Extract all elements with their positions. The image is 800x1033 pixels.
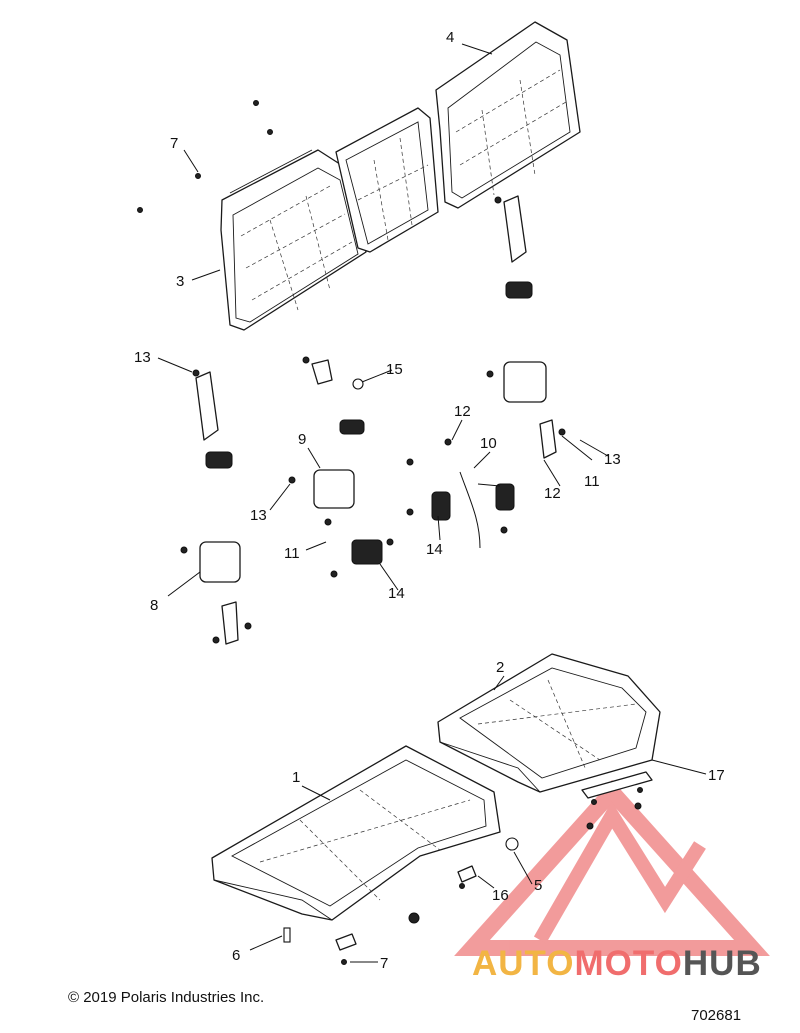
seat-bottom-right [437, 653, 661, 793]
leader-lines [157, 43, 707, 963]
callout-7-top: 7 [170, 135, 178, 152]
watermark-logo [454, 780, 770, 956]
callout-14-left: 14 [388, 585, 405, 602]
callout-1: 1 [292, 769, 300, 786]
callout-2: 2 [496, 659, 504, 676]
callout-13-mid: 13 [250, 507, 267, 524]
callout-10: 10 [480, 435, 497, 452]
fasteners [137, 100, 566, 965]
callout-11-right: 11 [584, 473, 600, 490]
callout-14-right: 14 [426, 541, 443, 558]
callout-13-right: 13 [604, 451, 621, 468]
callout-6: 6 [232, 947, 240, 964]
callout-4: 4 [446, 29, 454, 46]
callout-9: 9 [298, 431, 306, 448]
watermark-moto: MOTO [574, 944, 683, 983]
callout-12-bottom: 12 [544, 485, 561, 502]
seat-back-right [435, 21, 581, 209]
bracket-17 [581, 771, 653, 830]
callout-5: 5 [534, 877, 542, 894]
callout-labels: 4 7 3 13 15 9 13 11 12 10 14 14 13 11 12… [134, 29, 725, 972]
watermark-auto: AUTO [472, 944, 575, 983]
seat-belt-hardware [195, 195, 557, 645]
seat-back-middle [335, 107, 439, 253]
callout-15: 15 [386, 361, 403, 378]
seat-back-left [220, 149, 367, 331]
callout-3: 3 [176, 273, 184, 290]
watermark-text: AUTOMOTOHUB [472, 944, 762, 984]
copyright-notice: © 2019 Polaris Industries Inc. [68, 989, 265, 1006]
callout-13-left: 13 [134, 349, 151, 366]
callout-12-top: 12 [454, 403, 471, 420]
diagram-number: 702681 [691, 1007, 742, 1024]
callout-17: 17 [708, 767, 725, 784]
callout-11-left: 11 [284, 545, 300, 562]
seat-bottom-left [211, 745, 501, 921]
callout-8: 8 [150, 597, 158, 614]
callout-7-bottom: 7 [380, 955, 388, 972]
callout-16: 16 [492, 887, 509, 904]
watermark-hub: HUB [682, 944, 762, 983]
